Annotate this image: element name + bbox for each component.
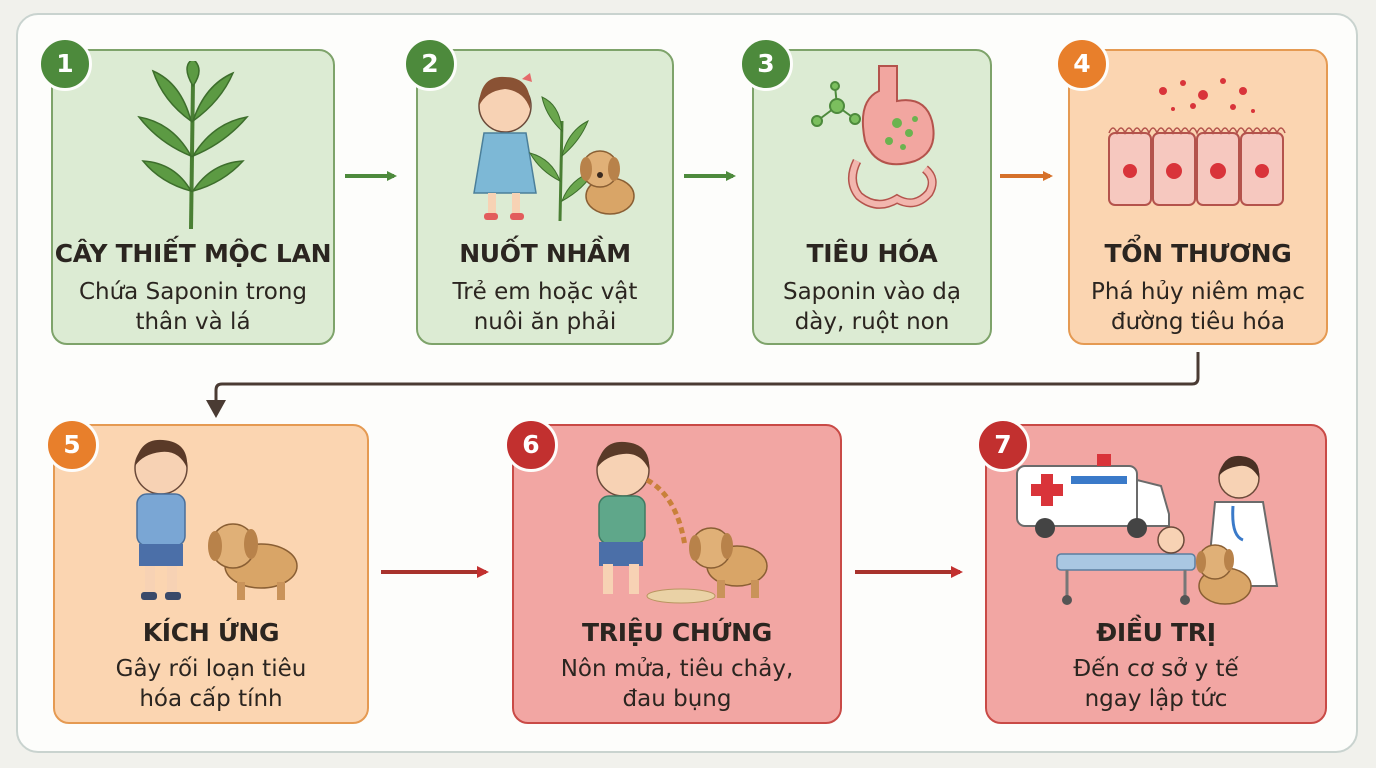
ambulance-doctor-icon	[1016, 454, 1279, 605]
step-description: Nôn mửa, tiêu chảy,đau bụng	[560, 656, 794, 712]
stomach-icon	[811, 65, 937, 209]
step-number-badge: 7	[976, 418, 1030, 472]
iron-plant-icon	[137, 61, 249, 230]
step-number-badge: 1	[38, 37, 92, 91]
step-number-badge: 2	[403, 37, 457, 91]
vomiting-child-dog-icon	[596, 441, 768, 604]
step-card-6: TRIỆU CHỨNG Nôn mửa, tiêu chảy,đau bụng	[512, 424, 842, 724]
step-title: TỔN THƯƠNG	[1104, 239, 1292, 268]
step-number-badge: 6	[504, 418, 558, 472]
step-title: TRIỆU CHỨNG	[582, 618, 772, 647]
child-dog-plant-icon	[473, 73, 635, 222]
damaged-mucosa-icon	[1108, 78, 1286, 206]
step-number-badge: 3	[739, 37, 793, 91]
step-title: KÍCH ỨNG	[142, 618, 280, 647]
sick-child-dog-icon	[134, 439, 298, 600]
step-number-badge: 4	[1055, 37, 1109, 91]
step-number-badge: 5	[45, 418, 99, 472]
arrow-4-5	[206, 352, 1200, 418]
step-title: CÂY THIẾT MỘC LAN	[54, 239, 332, 268]
step-title: ĐIỀU TRỊ	[1096, 618, 1216, 647]
step-title: NUỐT NHẦM	[459, 239, 631, 268]
step-title: TIÊU HÓA	[806, 239, 938, 268]
